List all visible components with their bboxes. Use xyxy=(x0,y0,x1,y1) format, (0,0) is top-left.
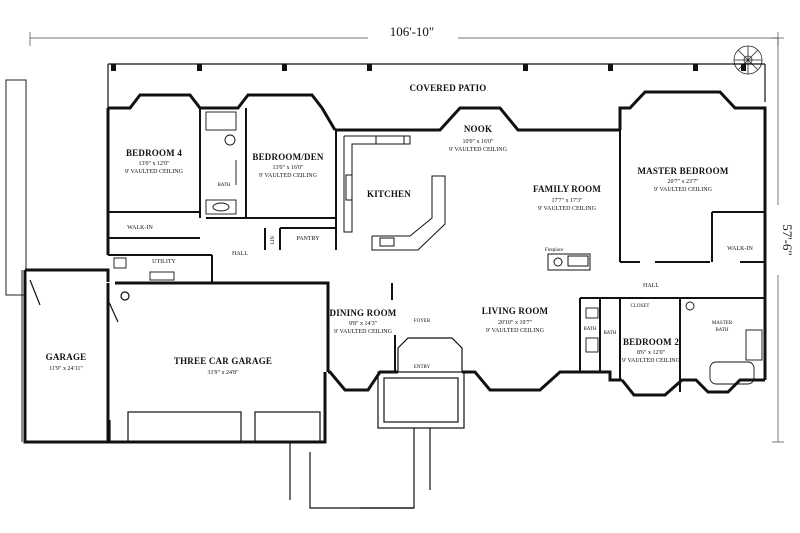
bedroom4-size: 13'0" x 12'0" xyxy=(138,161,170,167)
side-walls xyxy=(5,79,27,442)
kitchen-counters xyxy=(343,135,446,251)
bedroom4-label: BEDROOM 4 xyxy=(126,148,182,158)
bath-fixtures xyxy=(205,111,237,215)
bedroom2-label: BEDROOM 2 xyxy=(623,337,679,347)
closet-label: CLOSET xyxy=(631,304,650,309)
master-bath-fixtures xyxy=(585,301,763,385)
bedroom2-note: 9' VAULTED CEILING xyxy=(622,358,681,364)
three-car-garage-size: 31'9" x 24'8" xyxy=(207,370,239,376)
dining-room-note: 9' VAULTED CEILING xyxy=(334,329,393,335)
master-bedroom-label: MASTER BEDROOM xyxy=(637,166,728,176)
living-room-label: LIVING ROOM xyxy=(482,306,549,316)
bedroom-den-size: 13'0" x 16'0" xyxy=(272,165,304,171)
patio-columns xyxy=(111,64,746,71)
bedroom-den-note: 9' VAULTED CEILING xyxy=(259,173,318,179)
bedroom-den-label: BEDROOM/DEN xyxy=(252,152,324,162)
nook-size: 10'0" x 16'0" xyxy=(462,139,494,145)
fireplace-unit xyxy=(547,253,591,271)
utility-label: UTILITY xyxy=(152,259,176,265)
patio-outline xyxy=(107,63,766,108)
foyer-label: FOYER xyxy=(414,319,431,324)
family-room-label: FAMILY ROOM xyxy=(533,184,601,194)
spiral-stair xyxy=(733,45,763,75)
room-labels: COVERED PATIO NOOK 10'0" x 16'0" 9' VAUL… xyxy=(46,83,754,376)
utility-fixtures xyxy=(113,257,175,281)
nook-note: 9' VAULTED CEILING xyxy=(449,147,508,153)
master-bedroom-size: 20'7" x 23'7" xyxy=(667,179,699,185)
hall-right-label: HALL xyxy=(643,283,659,289)
garage-size: 11'9" x 24'11" xyxy=(49,366,83,372)
living-room-size: 20'10" x 19'7" xyxy=(498,320,533,326)
garage-label: GARAGE xyxy=(46,352,87,362)
overall-width-label: 106'-10" xyxy=(390,24,434,39)
hall-left-label: HALL xyxy=(232,251,248,257)
overall-depth-bg xyxy=(770,205,786,275)
bath-label: BATH xyxy=(217,183,230,188)
entry-porch xyxy=(289,337,465,509)
covered-patio-label: COVERED PATIO xyxy=(409,83,486,93)
garage-details xyxy=(29,279,321,443)
bedroom4-note: 9' VAULTED CEILING xyxy=(125,169,184,175)
overall-depth-label: 57'-6" xyxy=(780,224,795,255)
bedroom2-size: 8'6" x 12'0" xyxy=(637,350,666,356)
entry-label: ENTRY xyxy=(414,365,431,370)
dining-room-size: 9'8" x 14'3" xyxy=(349,321,378,327)
master-bedroom-note: 9' VAULTED CEILING xyxy=(654,187,713,193)
fireplace-label: Fireplace xyxy=(545,248,564,253)
interior-walls xyxy=(108,108,765,392)
overall-width-bg xyxy=(368,22,458,40)
family-room-note: 9' VAULTED CEILING xyxy=(538,206,597,212)
family-room-size: 17'7" x 17'3" xyxy=(551,198,583,204)
walk-in-right-label: WALK-IN xyxy=(727,246,753,252)
bath3-label: BATH xyxy=(603,331,616,336)
dining-room-label: DINING ROOM xyxy=(330,308,397,318)
bath2-label: BATH xyxy=(583,327,596,332)
pantry-label: PANTRY xyxy=(296,236,320,242)
kitchen-label: KITCHEN xyxy=(367,189,411,199)
living-room-note: 9' VAULTED CEILING xyxy=(486,328,545,334)
linen-label: LIN xyxy=(271,235,276,244)
nook-label: NOOK xyxy=(464,124,492,134)
three-car-garage-label: THREE CAR GARAGE xyxy=(174,356,272,366)
walk-in-left-label: WALK-IN xyxy=(127,225,153,231)
